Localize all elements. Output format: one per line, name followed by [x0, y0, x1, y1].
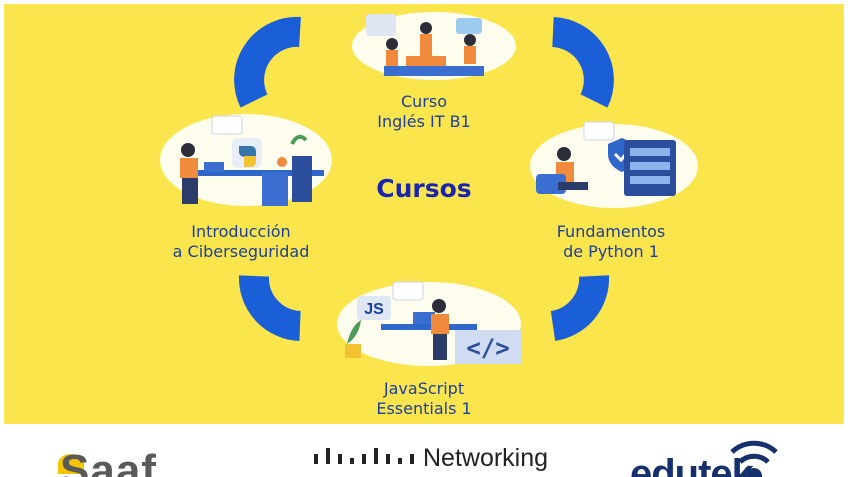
js-badge — [357, 296, 391, 320]
english-course-illustration — [352, 12, 516, 80]
edutek-logo: edutek — [630, 452, 754, 477]
course-label-cybersecurity: Introducción a Ciberseguridad — [172, 222, 310, 261]
partner-logos-strip: Saaf Networking edutek — [0, 424, 848, 477]
svg-text:</>: </> — [466, 334, 509, 362]
js-badge-label: JS — [364, 301, 384, 318]
saaf-logo-mark — [58, 454, 84, 474]
course-label-javascript: JavaScript Essentials 1 — [376, 379, 472, 418]
arc-bottom-right — [550, 275, 610, 341]
javascript-illustration: JS </> — [337, 281, 521, 366]
cisco-bars-icon — [314, 448, 414, 464]
cybersecurity-illustration — [160, 114, 332, 206]
python-illustration — [530, 121, 698, 208]
course-label-python: Fundamentos de Python 1 — [556, 222, 666, 261]
arc-top-right — [551, 17, 614, 108]
arc-top-left — [234, 16, 301, 108]
networking-academy-logo: Networking — [423, 444, 549, 472]
saaf-logo: Saaf — [60, 446, 157, 477]
arc-bottom-left — [238, 275, 302, 341]
diagram-panel: JS </> Curso Inglés IT B1 Introducción a… — [4, 4, 844, 424]
diagram-title: Cursos — [376, 174, 472, 203]
cycle-arcs — [234, 16, 614, 341]
signal-waves-icon — [730, 440, 778, 477]
course-label-english: Curso Inglés IT B1 — [377, 92, 471, 131]
